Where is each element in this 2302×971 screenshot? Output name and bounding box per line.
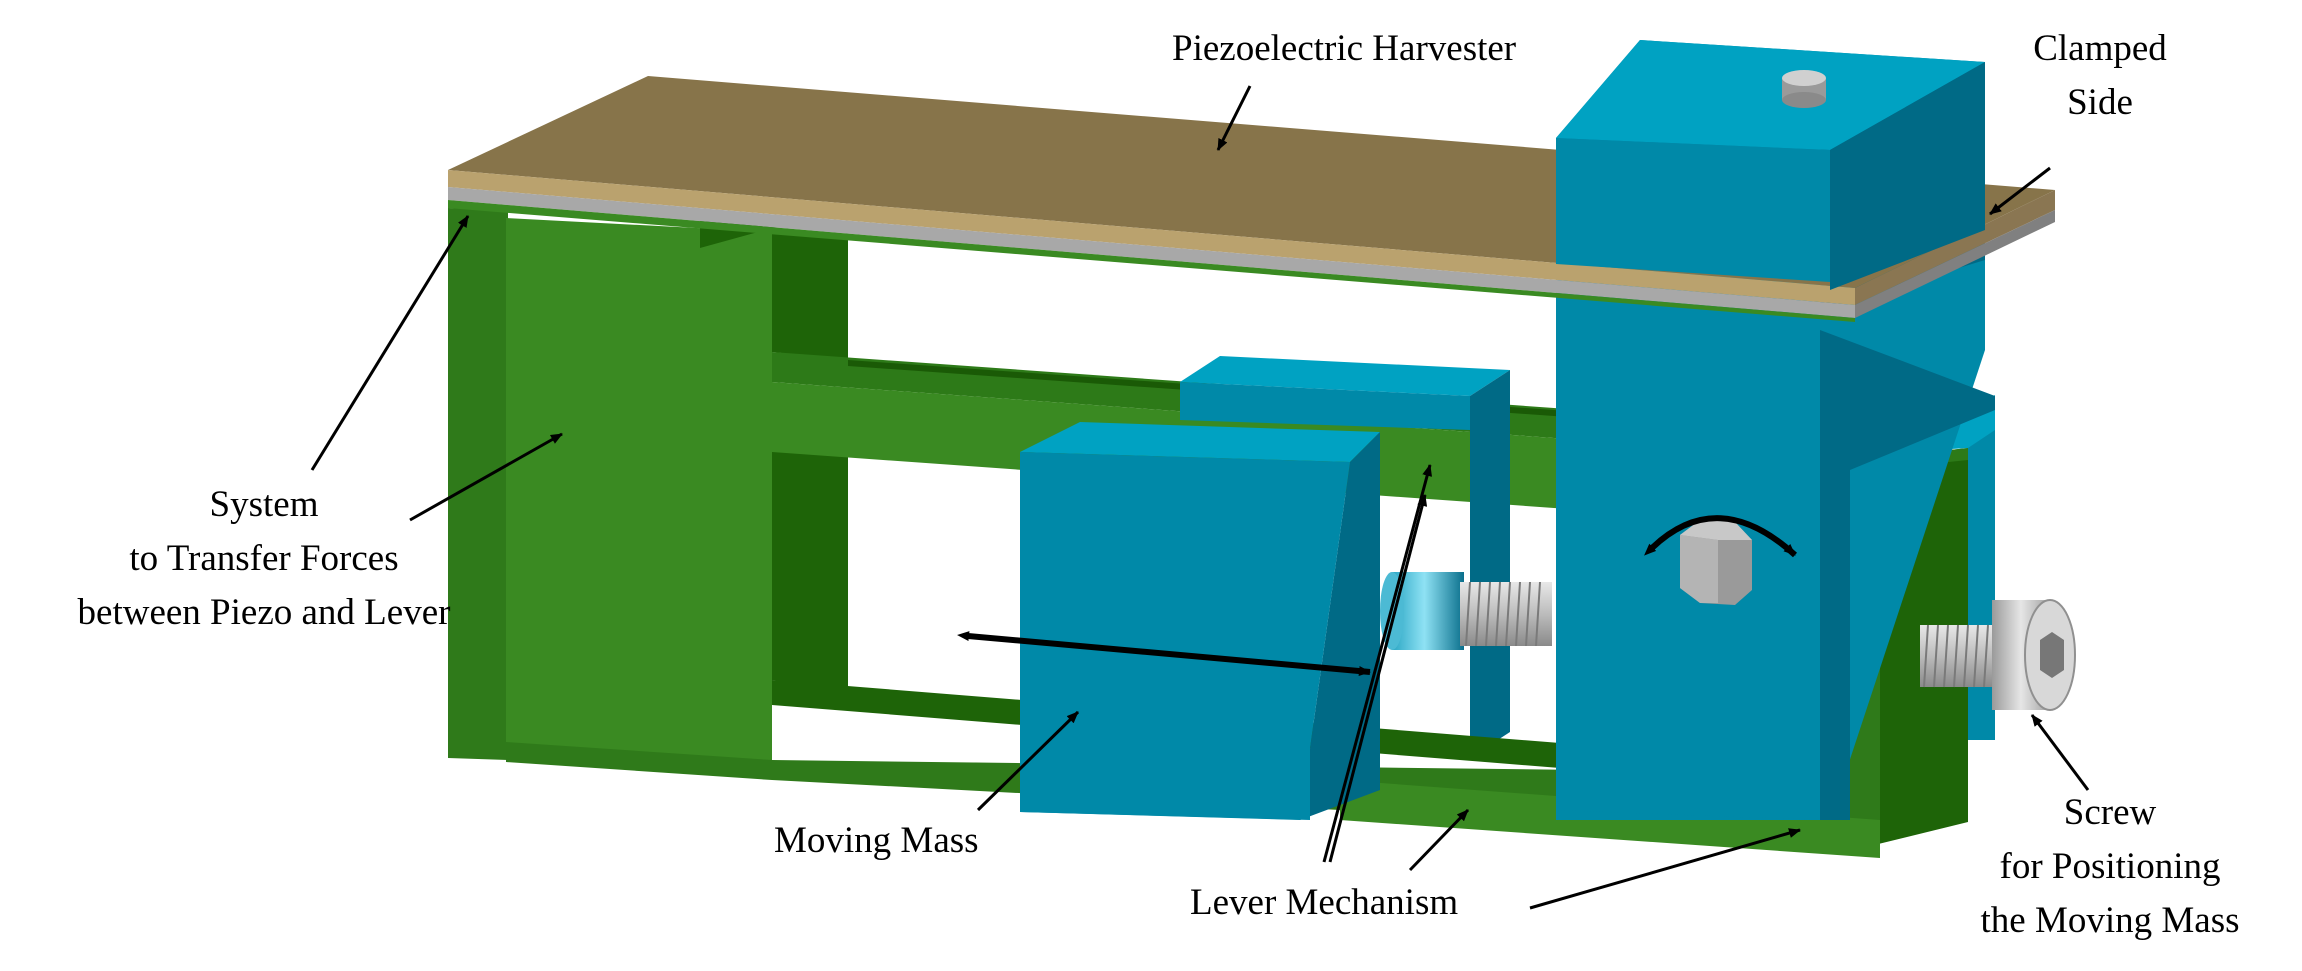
lever-leader-right [1529,828,1801,910]
moving-mass-block [1020,422,1380,820]
clamped-side-leader [1989,166,2051,216]
label-piezoelectric-harvester: Piezoelectric Harvester [1172,28,1517,69]
lever-leader-mid [1328,494,1428,863]
label-lever-mechanism: Lever Mechanism [1190,882,1459,923]
label-screw: Screw for Positioning the Moving Mass [1940,786,2280,948]
pivot-bolt [1680,520,1752,605]
label-system: System to Transfer Forces between Piezo … [24,478,504,640]
label-screw-line2: for Positioning [1999,846,2221,887]
label-system-line3: between Piezo and Lever [77,592,451,633]
piezo-leader [1216,85,1252,151]
rotation-arrow [1644,515,1798,558]
clamp-top [1556,40,1985,290]
moving-mass-leader [976,710,1080,812]
label-system-line1: System [209,484,319,525]
force-transfer-frame [448,208,848,778]
positioning-screw [1920,599,2076,711]
mass-nut [1380,572,1464,650]
lever-leader-upper [1322,464,1432,863]
label-screw-line1: Screw [2063,792,2157,833]
screw-leader [2030,714,2090,791]
system-leader-frame [409,432,563,522]
label-clamped-line2: Side [2067,82,2133,123]
translation-arrow [957,631,1371,676]
label-clamped-side: Clamped Side [2020,22,2180,130]
label-moving-mass: Moving Mass [774,820,979,861]
threaded-rod [1460,581,1552,647]
rear-blue-block [1180,356,1510,758]
leader-lines [310,85,2090,910]
label-system-line2: to Transfer Forces [129,538,399,579]
system-leader-top [310,215,470,471]
label-clamped-line1: Clamped [2033,28,2167,69]
label-screw-line3: the Moving Mass [1980,900,2240,941]
clamp-pin [1782,70,1826,108]
lever-leader-lower [1408,808,1470,872]
